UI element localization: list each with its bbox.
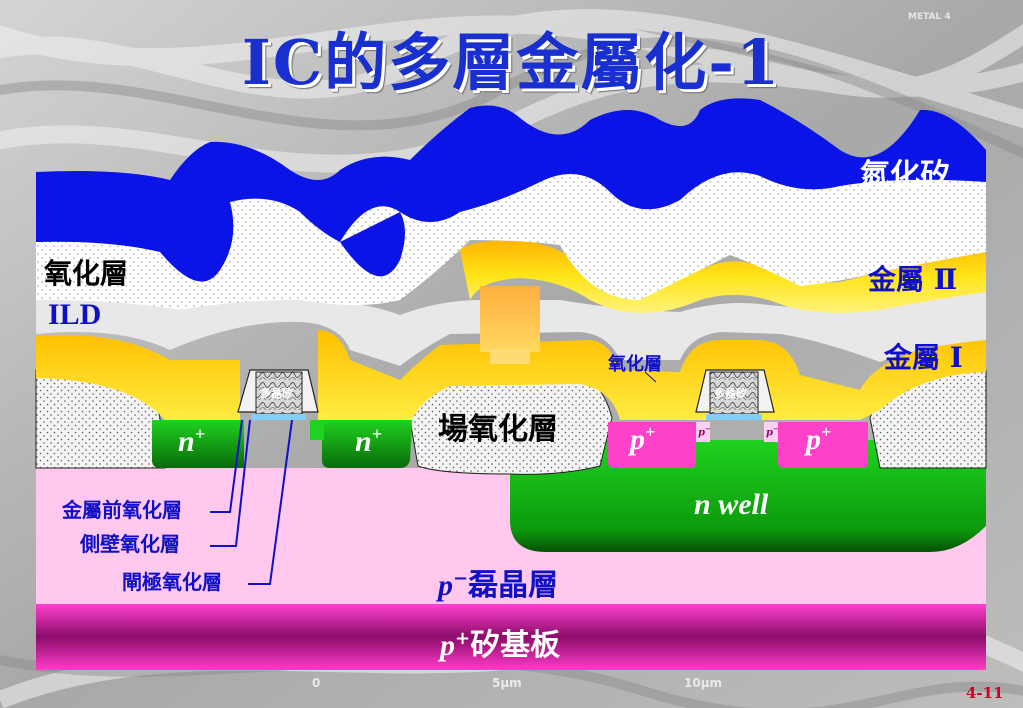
label-p-plus-right: p+ (806, 422, 832, 456)
label-n-well: n well (694, 488, 769, 521)
p-plus-substrate (36, 604, 986, 670)
label-gate-oxide: 閘極氧化層 (122, 570, 222, 594)
label-pre-metal-oxide: 金屬前氧化層 (62, 498, 182, 522)
label-field-oxide: 場氧化層 (438, 412, 558, 447)
label-p-ldd-right: p− (766, 424, 779, 439)
n-plus-step (310, 420, 324, 440)
p-ldd-right (764, 422, 778, 442)
page-number: 4-11 (966, 684, 1004, 702)
metal-1-b (318, 330, 986, 420)
label-poly-pmos: 多晶矽 (714, 387, 747, 400)
label-oxide-layer: 氧化層 (44, 257, 129, 290)
label-oxide-small: 氧化層 (608, 354, 662, 375)
via-glow (490, 350, 530, 364)
label-n-plus-left: n+ (178, 424, 205, 458)
label-n-plus-right: n+ (355, 424, 382, 458)
leader-lines (210, 419, 293, 585)
scale-zero: 0 (312, 676, 321, 690)
background-label: METAL 4 (908, 12, 951, 22)
p-plus-left (608, 422, 696, 468)
label-metal2: 金屬 Ⅱ (868, 263, 958, 296)
page-title: IC的多層金屬化-1 (241, 26, 782, 99)
label-substrate: p+矽基板 (440, 628, 561, 663)
metal-2 (460, 240, 986, 313)
gate-pmos (695, 369, 775, 420)
label-poly-nmos: 多晶矽 (260, 387, 293, 400)
top-oxide (36, 170, 986, 310)
nitride-layer (36, 98, 986, 252)
n-plus-left (152, 420, 244, 468)
p-ldd-left (696, 422, 710, 442)
label-p-plus-left: p+ (630, 422, 656, 456)
n-plus-right (322, 420, 412, 468)
metal-1 (36, 335, 240, 420)
oxide-pointer (644, 371, 657, 383)
scale-5um: 5µm (492, 676, 522, 690)
label-nitride: 氮化矽 (860, 158, 950, 193)
label-sidewall-oxide: 側壁氧化層 (80, 532, 180, 556)
label-epi: p−磊晶層 (438, 568, 559, 603)
scale-10um: 10µm (684, 676, 723, 690)
via-plug (480, 286, 540, 352)
label-ild: ILD (48, 298, 102, 331)
nitride-valleys (160, 202, 405, 282)
gate-nmos (237, 369, 319, 420)
label-metal1: 金屬 Ⅰ (884, 341, 963, 374)
p-plus-right (778, 422, 868, 468)
label-p-ldd-left: p− (698, 424, 711, 439)
